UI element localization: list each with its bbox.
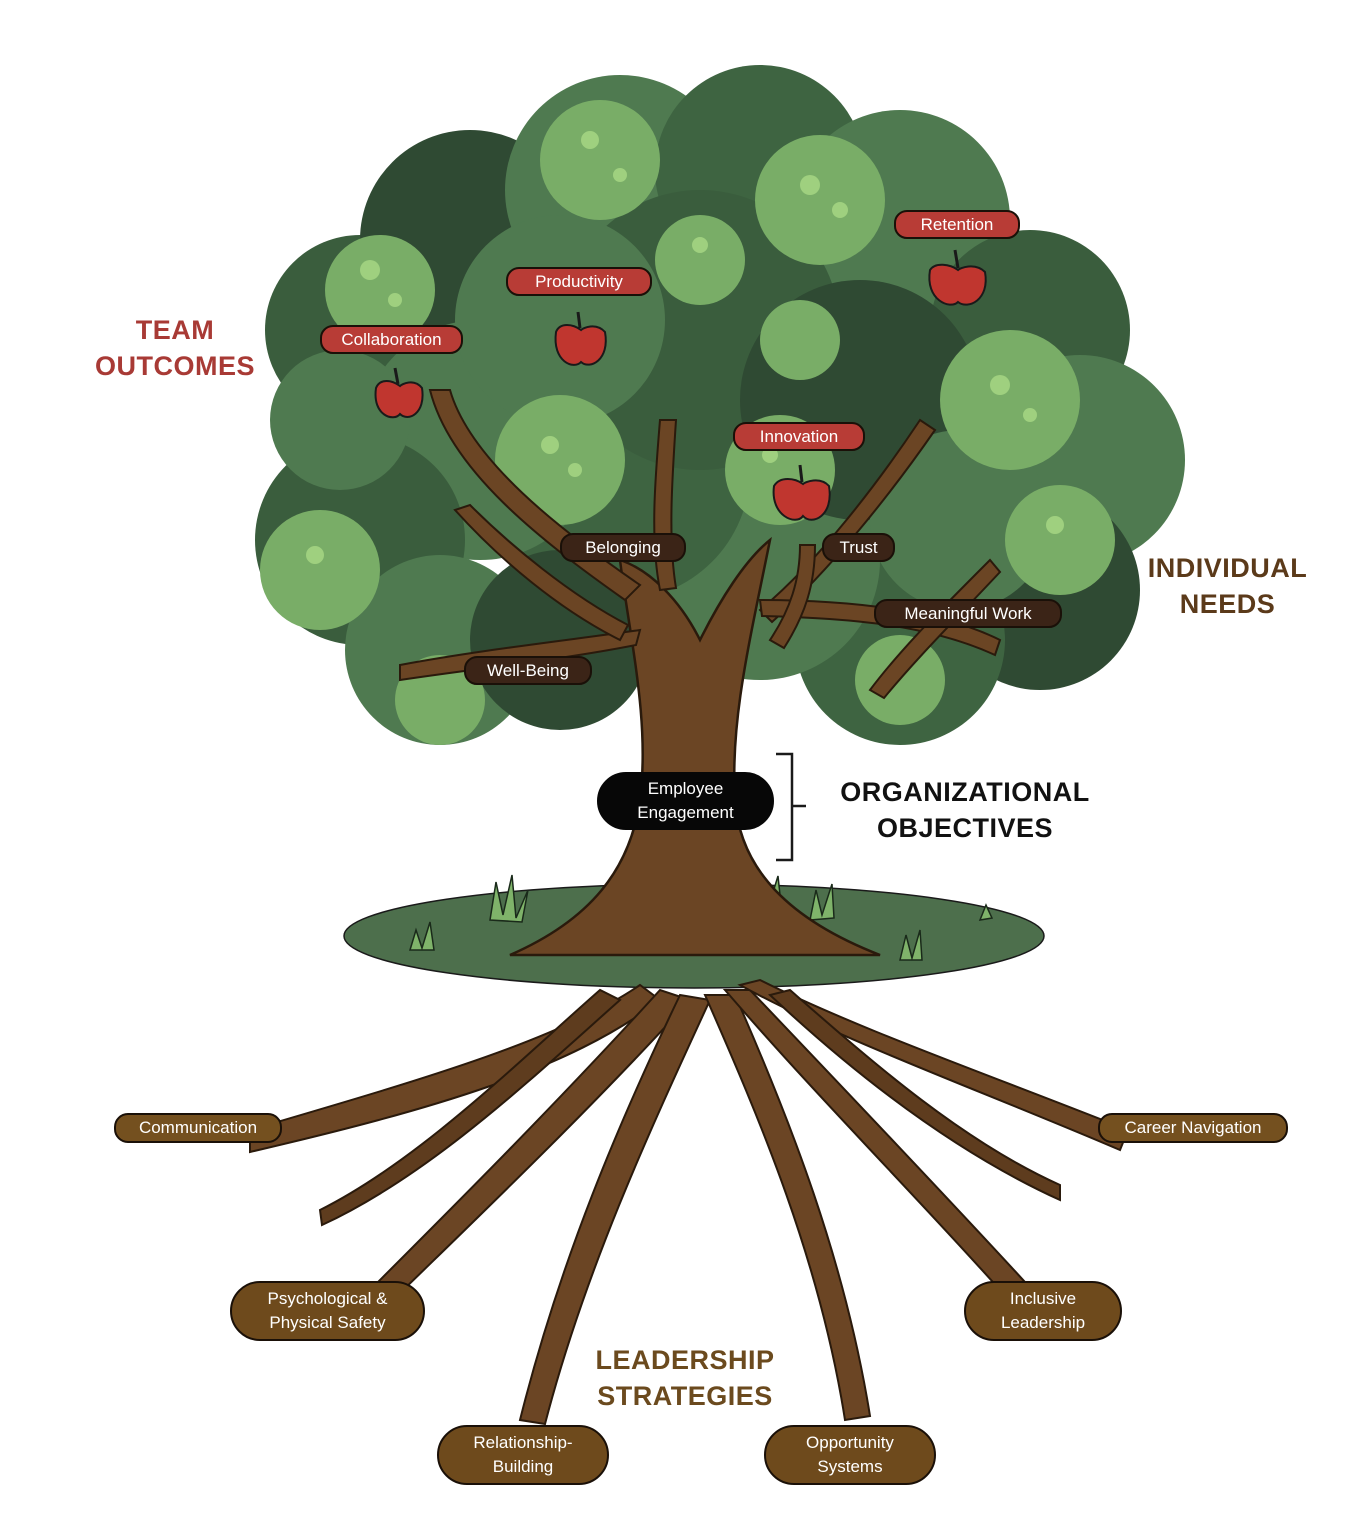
label-line: Systems: [817, 1457, 883, 1476]
label-line: Engagement: [637, 803, 734, 822]
apple-icon: [928, 249, 987, 306]
heading-line: OUTCOMES: [94, 351, 255, 381]
label-line: Leadership: [1000, 1313, 1086, 1332]
label-communication: Communication: [114, 1113, 282, 1143]
label-career-navigation: Career Navigation: [1098, 1113, 1288, 1143]
heading-line: STRATEGIES: [597, 1381, 773, 1411]
label-relationship-building: Relationship- Building: [437, 1425, 609, 1485]
label-belonging: Belonging: [560, 533, 686, 562]
bracket-icon: [776, 752, 806, 862]
label-line: Inclusive: [1009, 1289, 1077, 1308]
label-innovation: Innovation: [733, 422, 865, 451]
label-line: Relationship-: [473, 1433, 573, 1452]
label-meaningful-work: Meaningful Work: [874, 599, 1062, 628]
heading-line: OBJECTIVES: [876, 813, 1054, 843]
label-psychological-physical-safety: Psychological & Physical Safety: [230, 1281, 425, 1341]
label-line: Building: [492, 1457, 554, 1476]
heading-line: ORGANIZATIONAL: [840, 777, 1090, 807]
tree-roots: [249, 978, 1130, 1426]
label-productivity: Productivity: [506, 267, 652, 296]
label-trust: Trust: [822, 533, 895, 562]
apple-icon: [374, 367, 424, 419]
label-employee-engagement: Employee Engagement: [597, 772, 774, 830]
label-well-being: Well-Being: [464, 656, 592, 685]
apple-icon: [554, 311, 607, 366]
heading-line: INDIVIDUAL: [1147, 553, 1308, 583]
label-line: Psychological &: [267, 1289, 388, 1308]
label-inclusive-leadership: Inclusive Leadership: [964, 1281, 1122, 1341]
label-collaboration: Collaboration: [320, 325, 463, 354]
label-retention: Retention: [894, 210, 1020, 239]
apple-icon: [772, 464, 831, 521]
label-line: Employee: [647, 779, 724, 798]
organizational-objectives-heading: ORGANIZATIONAL OBJECTIVES: [820, 774, 1110, 846]
label-line: Physical Safety: [269, 1313, 386, 1332]
individual-needs-heading: INDIVIDUAL NEEDS: [1120, 550, 1335, 622]
label-line: Opportunity: [806, 1433, 894, 1452]
tree-canopy: [255, 65, 1185, 745]
label-opportunity-systems: Opportunity Systems: [764, 1425, 936, 1485]
heading-line: TEAM: [135, 315, 215, 345]
leadership-strategies-heading: LEADERSHIP STRATEGIES: [565, 1342, 805, 1414]
heading-line: LEADERSHIP: [595, 1345, 775, 1375]
team-outcomes-heading: TEAM OUTCOMES: [70, 312, 280, 384]
heading-line: NEEDS: [1179, 589, 1276, 619]
